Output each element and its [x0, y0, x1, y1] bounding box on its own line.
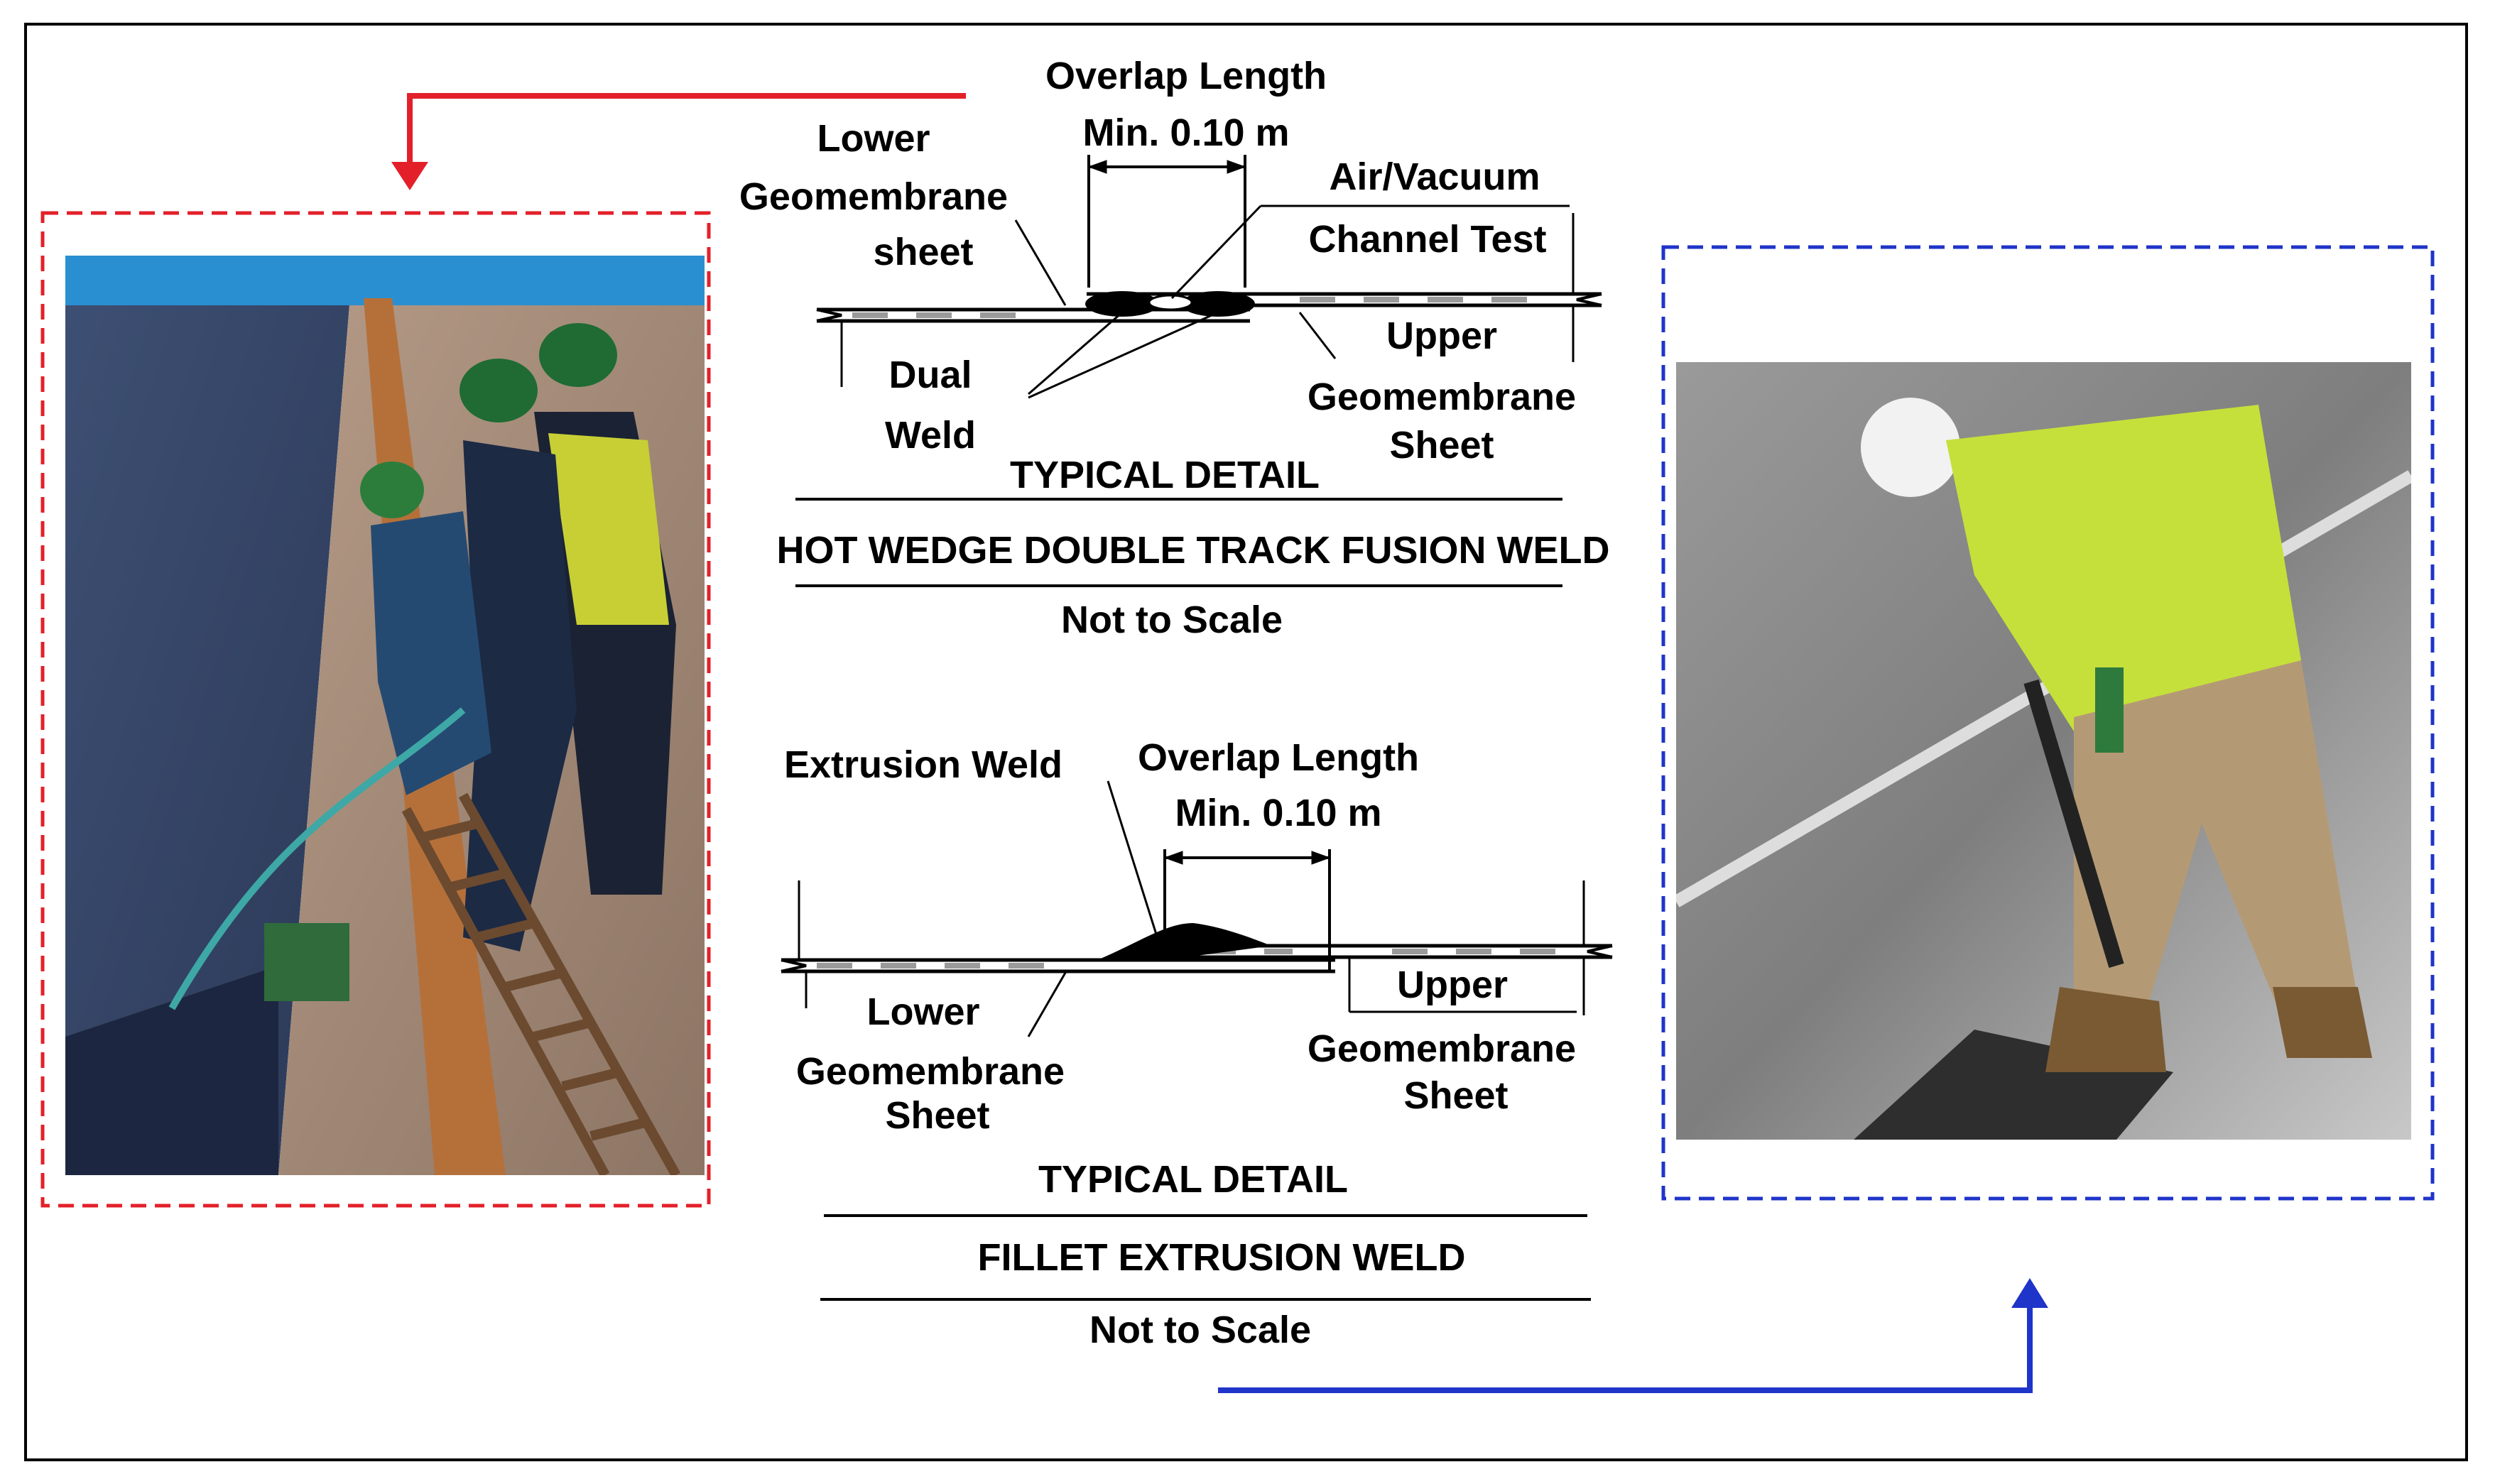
fillet-extrusion-weld-drawing	[781, 780, 1613, 1301]
top-channel-label-2: Channel Test	[1308, 218, 1547, 261]
top-lower-label-1: Lower	[817, 117, 930, 160]
top-dual-label-1: Dual	[888, 354, 972, 396]
bottom-upper-label-3: Sheet	[1403, 1074, 1509, 1117]
left-photo-illustration	[65, 256, 705, 1175]
top-upper-label-1: Upper	[1386, 315, 1497, 357]
bottom-lower-label-3: Sheet	[885, 1094, 990, 1137]
top-typical-detail: TYPICAL DETAIL	[1009, 454, 1320, 496]
right-photo-illustration	[1676, 362, 2411, 1140]
bottom-lower-label-1: Lower	[866, 991, 980, 1033]
top-dual-label-2: Weld	[884, 414, 976, 457]
bottom-overlap-label: Overlap Length	[1137, 736, 1420, 779]
right-photo-extrusion-welding	[1676, 362, 2411, 1140]
bottom-detail-title: FILLET EXTRUSION WELD	[977, 1236, 1466, 1279]
top-overlap-label: Overlap Length	[1045, 55, 1327, 97]
bottom-upper-label-1: Upper	[1396, 964, 1508, 1006]
bottom-scale-note: Not to Scale	[1089, 1309, 1312, 1351]
hot-wedge-weld-drawing	[795, 155, 1602, 587]
top-scale-note: Not to Scale	[1060, 599, 1283, 641]
right-photo-frame	[1661, 245, 2435, 1201]
blue-arrow-line	[1218, 1306, 2033, 1393]
bottom-typical-detail: TYPICAL DETAIL	[1038, 1158, 1348, 1201]
bottom-upper-label-2: Geomembrane	[1307, 1027, 1577, 1070]
top-lower-label-2: Geomembrane	[739, 175, 1009, 218]
top-overlap-min: Min. 0.10 m	[1082, 111, 1290, 154]
red-arrow-line	[407, 93, 966, 163]
top-upper-label-2: Geomembrane	[1307, 376, 1577, 418]
left-photo-hot-wedge-welding	[65, 256, 705, 1175]
red-arrow-head	[391, 162, 428, 190]
bottom-lower-label-2: Geomembrane	[795, 1050, 1065, 1093]
top-detail-title: HOT WEDGE DOUBLE TRACK FUSION WELD	[776, 529, 1610, 572]
top-upper-label-3: Sheet	[1389, 424, 1494, 467]
blue-arrow-head	[2011, 1278, 2048, 1308]
top-lower-label-3: sheet	[873, 231, 974, 273]
bottom-overlap-min: Min. 0.10 m	[1175, 792, 1382, 834]
top-channel-label-1: Air/Vacuum	[1329, 156, 1540, 198]
left-photo-frame	[40, 211, 711, 1208]
bottom-extrusion-label: Extrusion Weld	[783, 743, 1063, 786]
